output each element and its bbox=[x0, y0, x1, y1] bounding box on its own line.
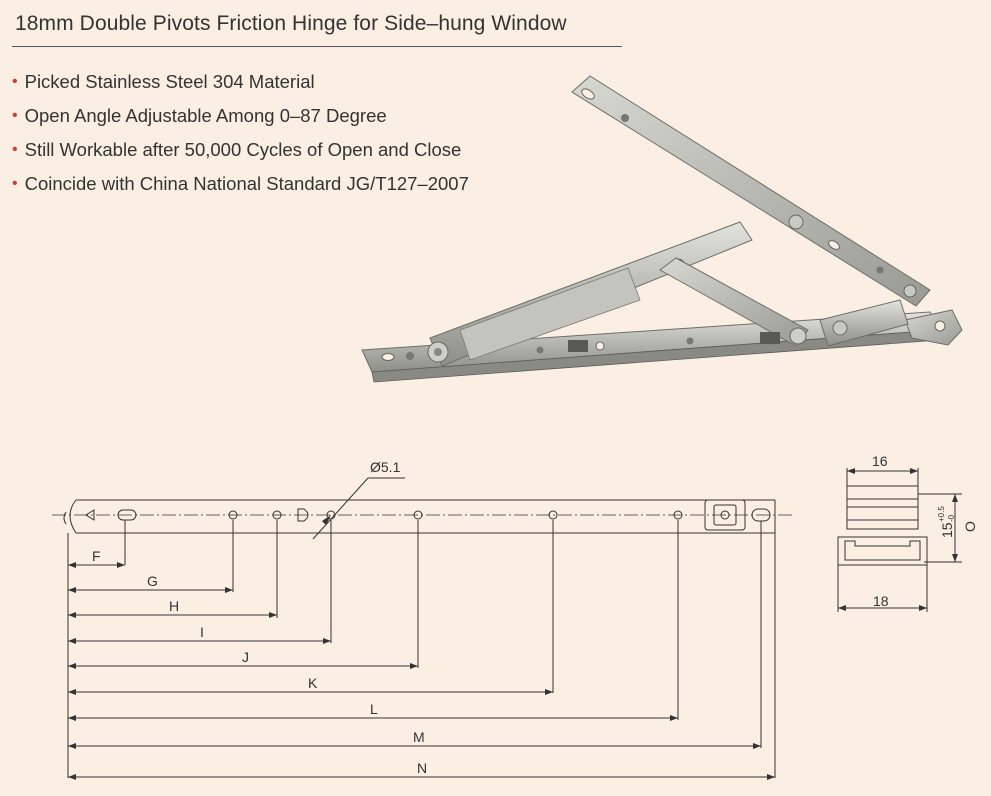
dim-label-j: J bbox=[242, 649, 249, 665]
dim-label-k: K bbox=[308, 675, 318, 691]
feature-item: •Still Workable after 50,000 Cycles of O… bbox=[12, 139, 462, 160]
section-tolerance-minus: -0 bbox=[947, 514, 956, 522]
section-height: 15 bbox=[939, 522, 955, 538]
section-label-o: O bbox=[962, 521, 978, 532]
title-underline bbox=[12, 46, 622, 47]
dim-label-h: H bbox=[169, 598, 179, 614]
dim-label-f: F bbox=[92, 548, 101, 564]
dim-label-m: M bbox=[413, 729, 425, 745]
section-bottom-width: 18 bbox=[873, 593, 889, 609]
section-tolerance-plus: +0.5 bbox=[937, 506, 946, 522]
dim-label-g: G bbox=[147, 573, 158, 589]
dim-label-n: N bbox=[417, 760, 427, 776]
dim-label-l: L bbox=[370, 701, 378, 717]
feature-item: •Open Angle Adjustable Among 0–87 Degree bbox=[12, 105, 387, 126]
bullet-icon: • bbox=[12, 141, 18, 158]
feature-list: •Picked Stainless Steel 304 Material •Op… bbox=[12, 66, 469, 202]
dim-label-i: I bbox=[200, 624, 204, 640]
bullet-icon: • bbox=[12, 175, 18, 192]
section-top-width: 16 bbox=[872, 453, 888, 469]
bullet-icon: • bbox=[12, 73, 18, 90]
page-title: 18mm Double Pivots Friction Hinge for Si… bbox=[15, 12, 567, 35]
feature-item: •Coincide with China National Standard J… bbox=[12, 173, 469, 194]
bullet-icon: • bbox=[12, 107, 18, 124]
feature-item: •Picked Stainless Steel 304 Material bbox=[12, 71, 315, 92]
hole-diameter-label: Ø5.1 bbox=[370, 459, 401, 475]
